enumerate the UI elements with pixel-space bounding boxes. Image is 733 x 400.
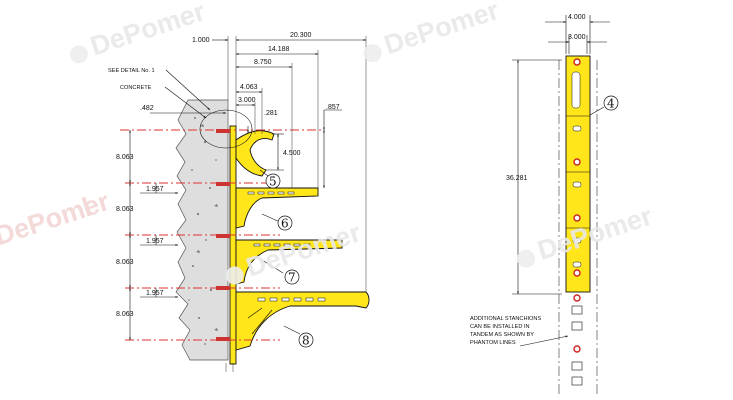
balloon-6-label: 6 — [281, 217, 289, 231]
watermarks: DePomer DePomer DePomer l DePomer DePome… — [0, 0, 656, 285]
dim-1957-a: 1.957 — [146, 186, 164, 193]
front-view: 4.000 3.000 36.281 4 ADDITIONAL STANCHIO… — [470, 14, 619, 395]
dim-4063: 4.063 — [240, 84, 258, 91]
balloon-7-label: 7 — [288, 271, 296, 285]
watermark-text-2: DePomer — [380, 0, 502, 60]
bracket-8 — [235, 291, 370, 351]
dim-281: .281 — [264, 110, 278, 117]
dim-3000: 3.000 — [238, 97, 256, 104]
note-line-1: ADDITIONAL STANCHIONS — [470, 316, 541, 322]
note-line-3: TANDEM AS SHOWN BY — [470, 332, 534, 338]
see-detail-label: SEE DETAIL No. 1 — [108, 68, 155, 74]
bracket-7-slots — [253, 243, 311, 247]
note-line-2: CAN BE INSTALLED IN — [470, 324, 530, 330]
dim-3000-front: 3.000 — [568, 34, 586, 41]
balloon-4 — [603, 95, 619, 111]
watermark-text-1: DePomer — [87, 0, 209, 61]
dim-4500: 4.500 — [283, 150, 301, 157]
dim-20300: 20.300 — [290, 32, 312, 39]
side-view: 1.000 20.300 14.188 8.750 4.063 3.000 .2… — [108, 32, 370, 372]
bracket-6-slots — [247, 191, 295, 195]
dim-857: .857 — [326, 104, 340, 111]
dim-1957-c: 1.957 — [146, 290, 164, 297]
dim-8063-a: 8.063 — [116, 154, 134, 161]
dim-4000: 4.000 — [568, 14, 586, 21]
bracket-7 — [235, 239, 343, 285]
dim-8063-c: 8.063 — [116, 259, 134, 266]
balloon-7 — [284, 269, 300, 285]
stanchion-slots — [571, 71, 582, 268]
stanchion-bolt-holes — [573, 58, 581, 353]
concrete-aggregate — [188, 117, 218, 345]
balloon-5-label: 5 — [269, 175, 277, 189]
stanchion-plate — [229, 125, 237, 365]
watermark-text-5: DePomer — [534, 201, 656, 266]
dim-36281: 36.281 — [506, 175, 528, 182]
dim-8750: 8.750 — [254, 59, 272, 66]
phantom-lines — [558, 60, 598, 395]
centerlines — [120, 129, 322, 341]
balloon-8-label: 8 — [302, 334, 310, 348]
detail-1-ellipse — [199, 109, 253, 149]
dim-8063-b: 8.063 — [116, 206, 134, 213]
phantom-stanchion — [571, 305, 583, 386]
dim-1957-b: 1.957 — [146, 238, 164, 245]
balloon-4-label: 4 — [607, 97, 615, 111]
dim-1000: 1.000 — [192, 37, 210, 44]
concrete-label: CONCRETE — [120, 85, 152, 91]
balloon-6 — [277, 215, 293, 231]
dim-482: .482 — [140, 105, 154, 112]
bracket-5 — [235, 130, 275, 177]
dim-8063-d: 8.063 — [116, 311, 134, 318]
balloon-5 — [265, 173, 281, 189]
bracket-6 — [235, 187, 319, 229]
bracket-8-slots — [257, 297, 326, 302]
extension-lines — [225, 36, 367, 372]
note-line-4: PHANTOM LINES — [470, 340, 516, 346]
watermark-text-3: DePomer — [0, 186, 113, 251]
watermark-text-4: DePomer — [242, 217, 364, 282]
balloon-8 — [298, 332, 314, 348]
concrete-wall — [175, 99, 229, 361]
dim-14188: 14.188 — [268, 46, 290, 53]
